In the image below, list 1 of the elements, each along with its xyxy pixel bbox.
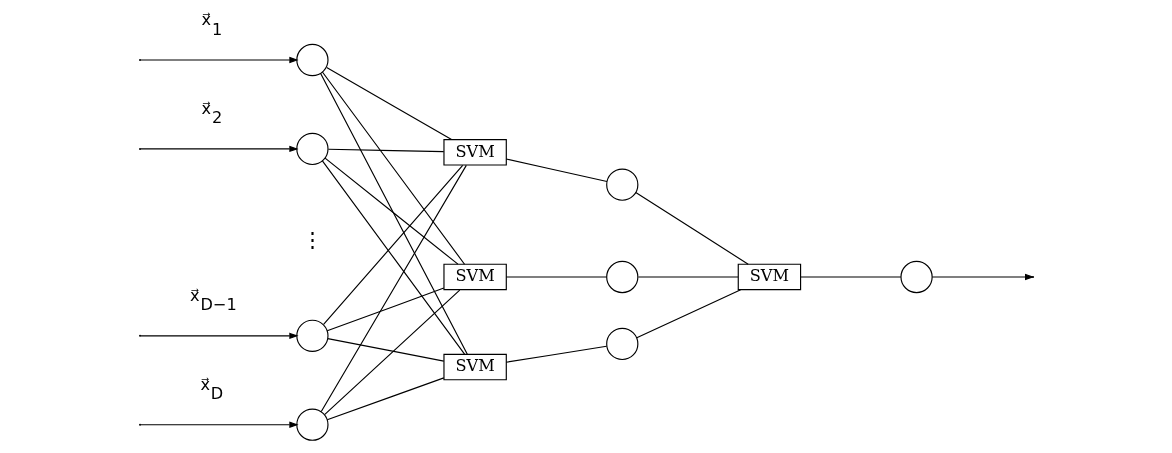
label: ⋮ xyxy=(301,228,323,253)
